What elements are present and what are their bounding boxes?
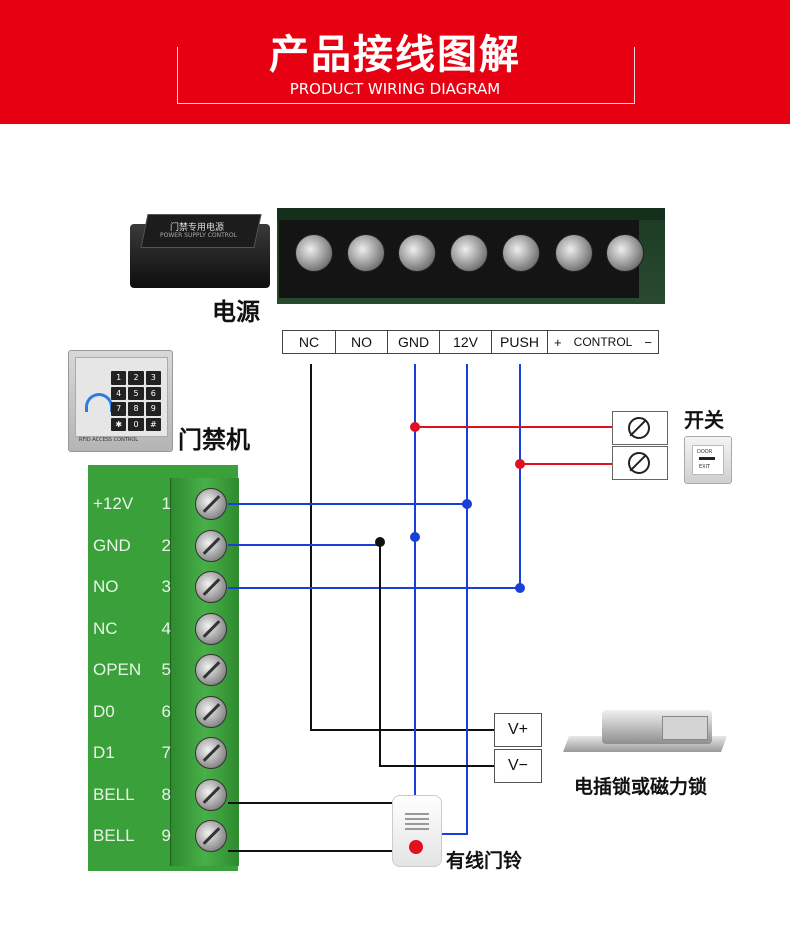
page-title: 产品接线图解 [0,22,790,80]
controller-terminal-number: 4 [161,618,171,638]
controller-terminal-number: 5 [161,660,171,679]
exit-button-device: DOOR EXIT [684,436,732,484]
controller-terminal-name: +12V [93,494,134,513]
switch-terminal-1 [612,411,668,445]
controller-terminal-number: 2 [161,535,171,555]
header-frame [177,47,635,104]
lock-terminal-vminus: V− [494,749,542,783]
controller-terminal-label: BELL 8 [93,785,171,805]
lock-terminal-vplus: V+ [494,713,542,747]
junction-red-gnd [410,422,420,432]
keypad-key: 9 [145,402,161,416]
controller-terminal-label: BELL 9 [93,826,171,846]
controller-terminal-name: BELL [93,784,135,804]
page-subtitle: PRODUCT WIRING DIAGRAM [289,80,501,98]
power-screw [295,234,333,272]
controller-terminal-label: OPEN 5 [93,660,171,680]
controller-terminal-label: D1 7 [93,743,171,763]
power-screw [347,234,385,272]
controller-terminal-screw [195,737,227,769]
terminal-label-push: PUSH [492,330,548,354]
controller-terminal-screw [195,529,227,562]
controller-terminal-name: D0 [93,701,115,721]
controller-terminal-label: +12V 1 [93,494,171,514]
power-screw [398,234,436,272]
wire-12v [440,364,468,835]
controller-terminal-number: 6 [161,701,171,721]
keypad-key: # [145,417,161,431]
doorbell-label: 有线门铃 [446,850,523,872]
keypad-key: 3 [145,371,161,385]
power-screw [450,234,488,272]
controller-terminal-screw [195,612,227,645]
controller-terminal-screw [195,778,227,811]
controller-terminal-name: GND [93,535,131,555]
junction-blue-12v [462,499,472,509]
controller-terminal-label: NO 3 [93,577,171,597]
page-title-text: 产品接线图解 [247,32,543,78]
controller-terminal-number: 8 [161,784,171,804]
controller-terminal-label: GND 2 [93,536,171,556]
control-plus: + [554,334,562,350]
keypad-key: 4 [111,386,127,400]
header-banner: 产品接线图解 PRODUCT WIRING DIAGRAM [0,0,790,124]
controller-terminal-screw [195,820,227,852]
lock-device [563,706,727,752]
controller-terminal-number: 9 [161,826,171,845]
power-screw [555,234,593,272]
power-screw [606,234,644,272]
keypad-key: 5 [128,386,144,400]
terminal-label-control: + CONTROL − [548,330,659,354]
controller-terminal-screw [195,695,227,728]
power-supply-device-subtext: POWER SUPPLY CONTROL [160,232,237,239]
junction-black-gnd [375,537,385,547]
lock-label: 电插锁或磁力锁 [574,776,708,798]
exit-button-text-top: DOOR [697,449,713,455]
controller-terminal-number: 3 [161,577,171,596]
controller-terminal-screw [195,488,227,520]
control-minus: − [644,334,652,350]
controller-terminal-number: 1 [161,494,171,513]
terminal-label-12v: 12V [440,330,492,354]
controller-terminal-screw [195,571,227,603]
controller-terminal-name: NO [93,577,119,596]
doorbell-device [392,795,442,867]
keypad-key: ✱ [111,417,127,431]
controller-terminal-label: D0 6 [93,702,171,722]
keypad-key: 2 [128,371,144,385]
wire-gnd-to-lock [379,545,494,767]
terminal-label-gnd: GND [388,330,440,354]
exit-switch-label: 开关 [684,408,724,432]
keypad-key: 7 [111,402,127,416]
keypad-footer: RFID ACCESS CONTROL [79,437,139,443]
power-supply-device-text: 门禁专用电源 [170,223,225,233]
junction-blue-gnd [410,532,420,542]
keypad-key: 6 [145,386,161,400]
controller-terminal-name: D1 [93,743,115,762]
controller-terminal-number: 7 [161,743,171,762]
controller-terminal-name: BELL [93,826,135,845]
power-supply-device: 门禁专用电源 POWER SUPPLY CONTROL [130,214,270,288]
keypad-key: 0 [128,417,144,431]
controller-terminal-name: NC [93,618,118,638]
keypad-key: 8 [128,402,144,416]
wire-nc-to-lock [310,364,494,731]
controller-terminal-label: NC 4 [93,619,171,639]
power-supply-label: 电源 [212,298,260,326]
terminal-label-nc: NC [282,330,336,354]
keypad-key: 1 [111,371,127,385]
terminal-label-no: NO [336,330,388,354]
power-screw [502,234,540,272]
control-text: CONTROL [573,335,633,349]
junction-red-push [515,459,525,469]
controller-terminal-screw [195,654,227,686]
controller-terminal-name: OPEN [93,660,142,679]
junction-blue-push [515,583,525,593]
exit-button-text-bottom: EXIT [699,464,711,470]
access-controller-label: 门禁机 [178,426,250,454]
switch-terminal-2 [612,446,668,480]
